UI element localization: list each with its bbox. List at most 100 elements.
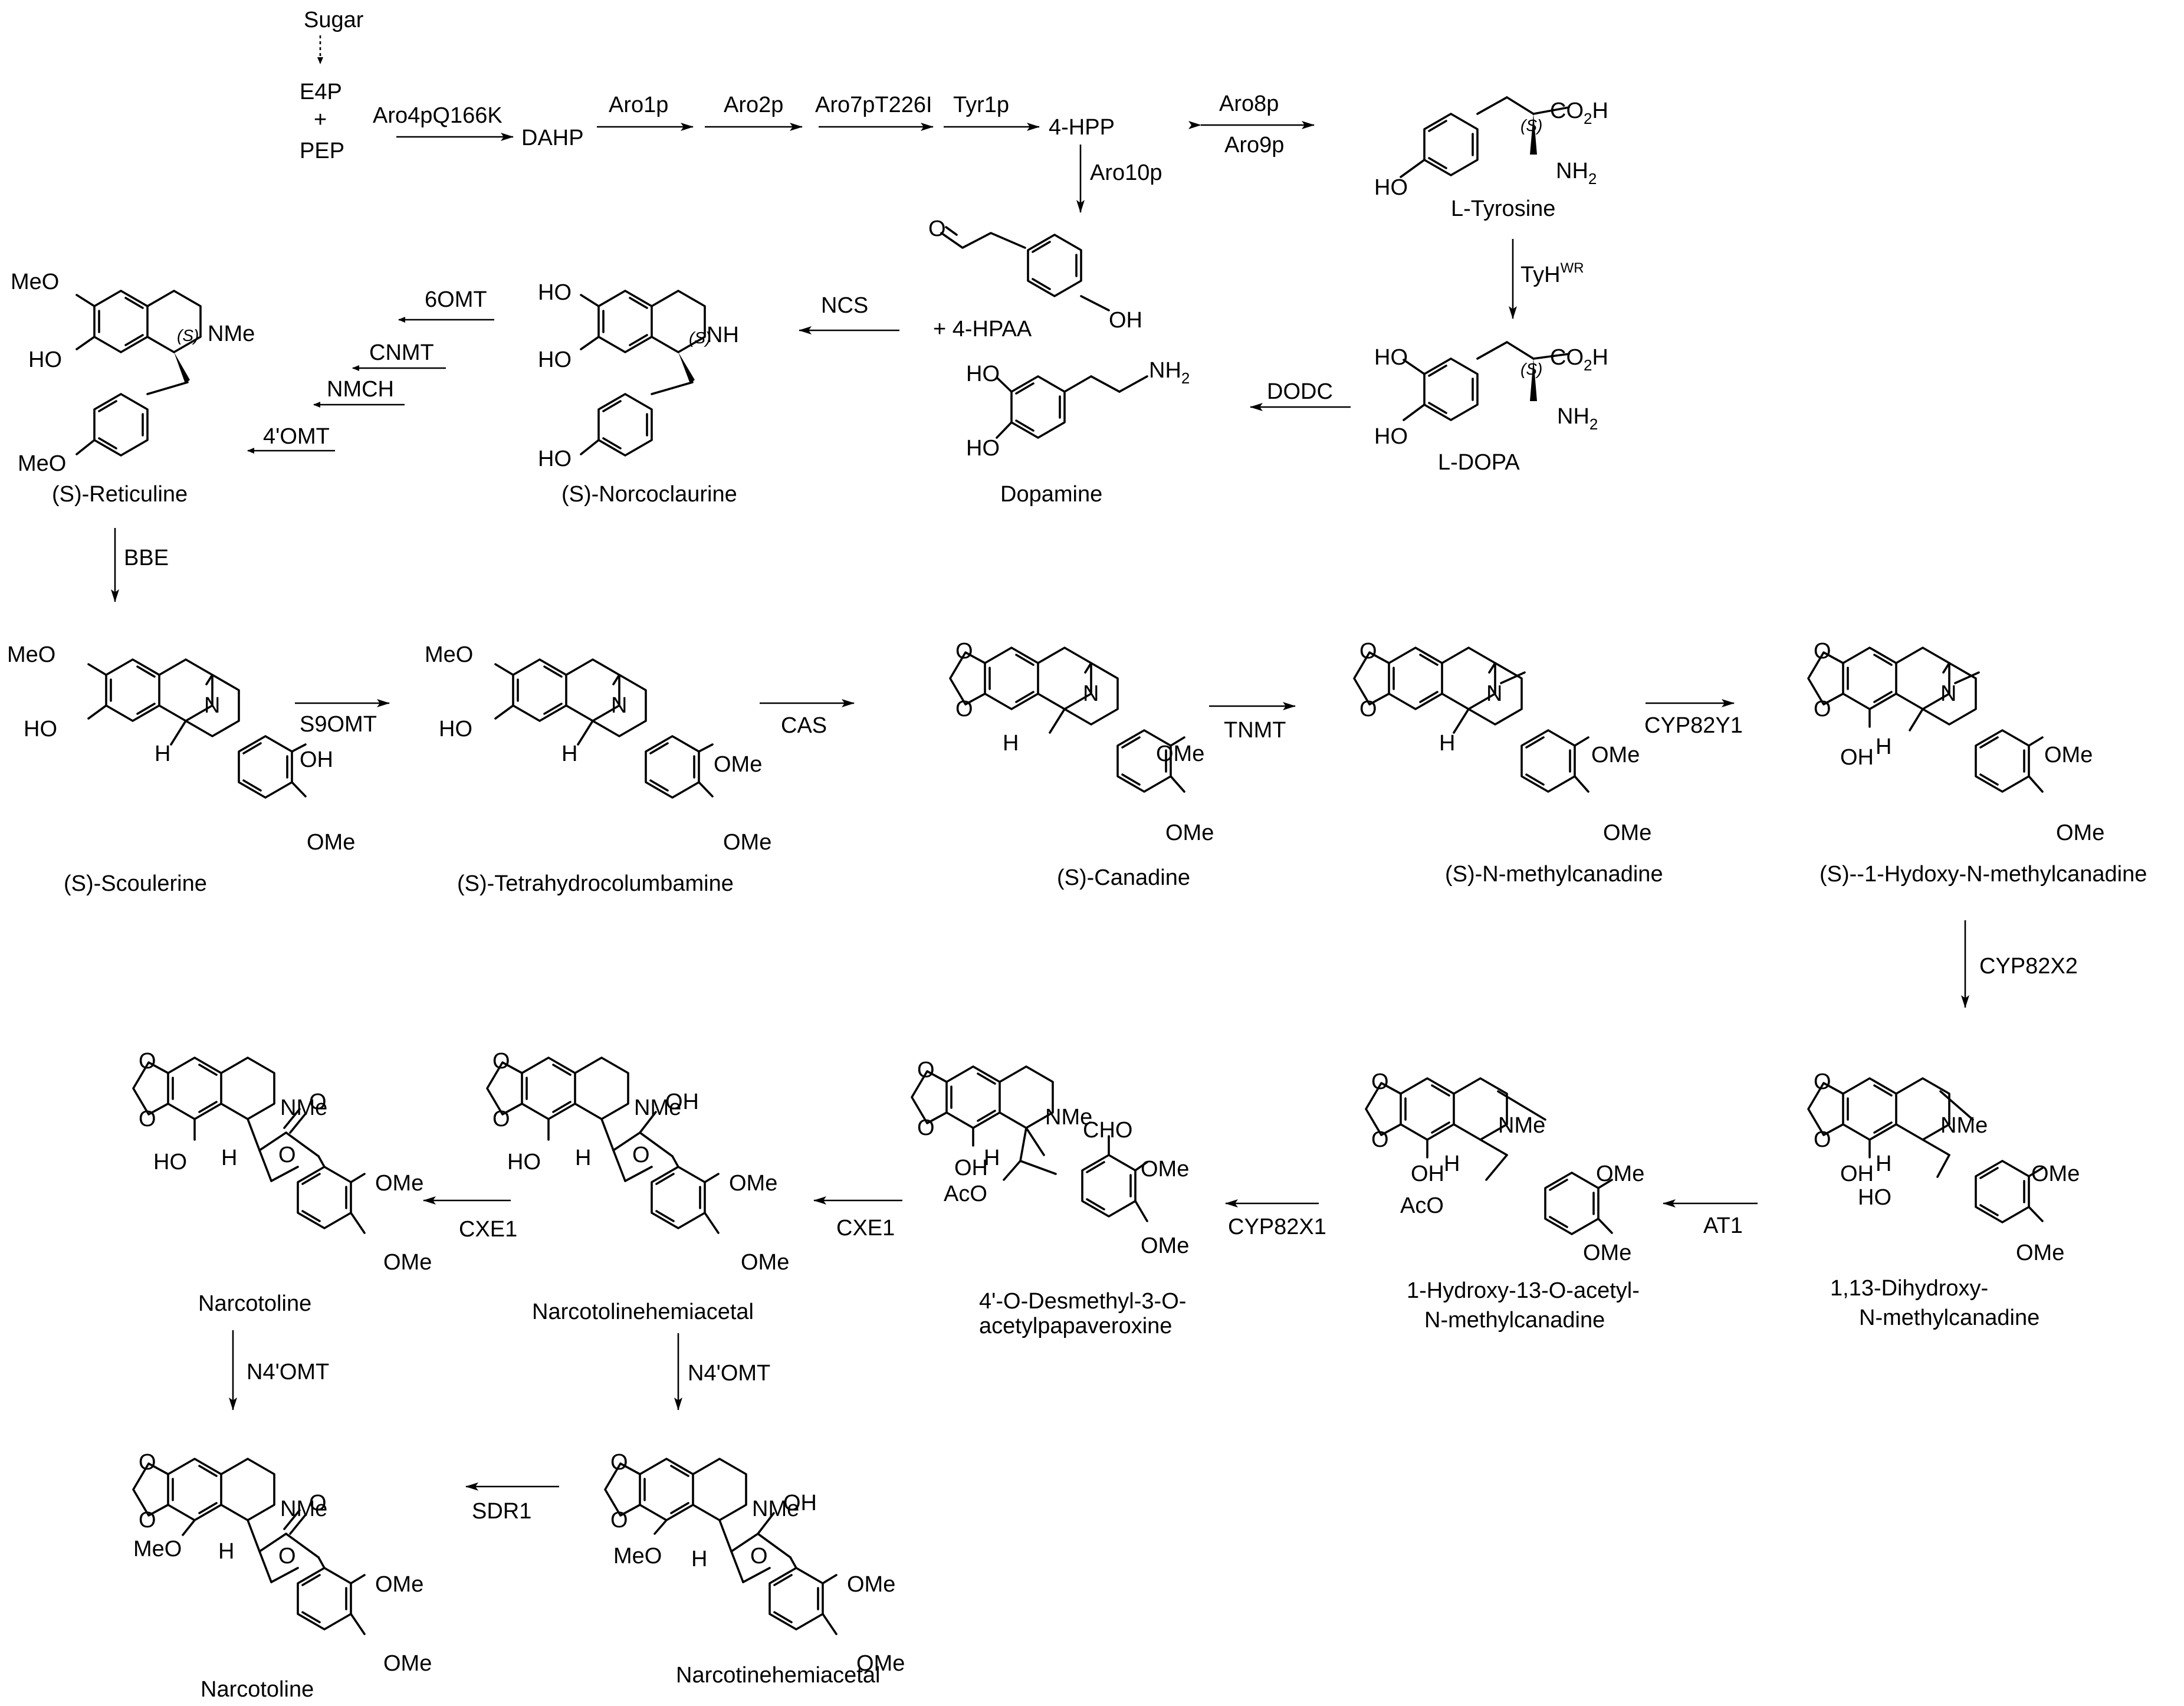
enzyme-aro1p: Aro1p: [609, 93, 668, 117]
canadine-ome-a: OMe: [1156, 742, 1204, 766]
plus-label: +: [314, 107, 327, 132]
enzyme-cas: CAS: [781, 713, 827, 738]
ldopa-nh2: NH2: [1557, 404, 1598, 433]
nch-oh: OH: [783, 1491, 817, 1515]
dahp-label: DAHP: [521, 126, 584, 150]
thc-meo: MeO: [425, 642, 473, 667]
nb-o-bottom: O: [139, 1508, 156, 1533]
thc-ome-a: OMe: [714, 752, 762, 777]
dih-o-bottom: O: [1814, 1127, 1831, 1152]
nb-h: H: [218, 1539, 234, 1564]
dih-label-2: N-methylcanadine: [1859, 1305, 2040, 1330]
hpaa-oh: OH: [1109, 308, 1142, 333]
ac-o-bottom: O: [1371, 1127, 1389, 1152]
dsm-label-1: 4'-O-Desmethyl-3-O-: [979, 1289, 1186, 1314]
nha-o-bottom: O: [492, 1107, 510, 1131]
dsm-cho: CHO: [1083, 1118, 1132, 1143]
nmc-ome-a: OMe: [1591, 743, 1640, 767]
norcoclaurine-stereo: (S): [689, 329, 711, 347]
narcotoline-bottom-label: Narcotoline: [201, 1677, 314, 1702]
nch-o-top: O: [610, 1450, 628, 1475]
enzyme-tyr1p: Tyr1p: [953, 93, 1009, 117]
hnmc-ome-a: OMe: [2044, 743, 2093, 767]
pep-label: PEP: [300, 139, 344, 163]
reticuline-nme: NMe: [208, 321, 255, 346]
norcoclaurine-label: (S)-Norcoclaurine: [561, 482, 737, 507]
ldopa-co2h: CO2H: [1550, 345, 1608, 374]
dsm-nme: NMe: [1045, 1105, 1092, 1130]
enzyme-nmch: NMCH: [327, 377, 394, 402]
dih-label-1: 1,13-Dihydroxy-: [1830, 1276, 1988, 1301]
canadine-label: (S)-Canadine: [1057, 865, 1190, 890]
enzyme-4omt: 4'OMT: [263, 424, 330, 449]
ldopa-structure: [1403, 341, 1570, 421]
dsm-aco: AcO: [944, 1182, 987, 1206]
dsm-o-top: O: [917, 1058, 935, 1082]
enzyme-aro2p: Aro2p: [724, 93, 783, 117]
tyrosine-stereo: (S): [1520, 116, 1542, 134]
dsm-o-bottom: O: [917, 1116, 935, 1140]
nt-h: H: [221, 1146, 237, 1170]
nha-o-ring: O: [632, 1143, 650, 1167]
nb-o-ring: O: [278, 1544, 296, 1569]
tetrahydrocolumbamine-structure: [494, 658, 714, 799]
enzyme-cyp82x2: CYP82X2: [1979, 954, 2078, 979]
nt-o-carbonyl: O: [309, 1090, 327, 1114]
dsm-ome-a: OMe: [1141, 1157, 1189, 1182]
scoulerine-oh: OH: [300, 747, 333, 772]
scoulerine-ome: OMe: [307, 830, 355, 855]
canadine-ome-b: OMe: [1165, 821, 1214, 845]
ac-ome-b: OMe: [1583, 1241, 1631, 1265]
sugar-label: Sugar: [304, 8, 364, 32]
enzyme-cyp82y1: CYP82Y1: [1644, 713, 1743, 738]
ac-oh: OH: [1411, 1162, 1444, 1186]
dih-ome-b: OMe: [2016, 1241, 2064, 1265]
narcotoline-bottom-structure: [132, 1458, 366, 1635]
scoulerine-n: N: [204, 693, 220, 718]
hnmc-o-bottom: O: [1814, 697, 1831, 721]
hpaa-structure: [940, 226, 1110, 311]
nt-ome-b: OMe: [383, 1250, 432, 1275]
dopamine-nh2: NH2: [1149, 358, 1190, 387]
dih-nme: NMe: [1940, 1113, 1988, 1138]
nha-ome-b: OMe: [741, 1250, 789, 1275]
thc-ome-b: OMe: [723, 830, 771, 855]
dih-h: H: [1876, 1151, 1891, 1176]
scoulerine-label: (S)-Scoulerine: [64, 871, 207, 896]
nb-o-carbonyl: O: [309, 1491, 327, 1515]
thc-label: (S)-Tetrahydrocolumbamine: [457, 871, 734, 896]
narcotoline-top-label: Narcotoline: [198, 1291, 311, 1316]
nb-meo: MeO: [133, 1537, 182, 1561]
dopamine-label: Dopamine: [1000, 482, 1102, 507]
canadine-h: H: [1003, 731, 1019, 756]
hnmc-label: (S)--1-Hydoxy-N-methylcanadine: [1820, 862, 2147, 887]
canadine-o-top: O: [955, 639, 973, 664]
nmc-o-top: O: [1359, 639, 1377, 664]
dih-ome-a: OMe: [2031, 1162, 2080, 1186]
nt-ho: HO: [153, 1150, 187, 1174]
nb-ome-a: OMe: [375, 1572, 423, 1597]
reticuline-structure: [75, 290, 202, 457]
nch-h: H: [691, 1547, 707, 1572]
nt-o-bottom: O: [139, 1107, 156, 1131]
ac-nme: NMe: [1498, 1113, 1545, 1138]
norcoclaurine-ho-top: HO: [538, 280, 572, 305]
enzyme-6omt: 6OMT: [425, 287, 487, 312]
enzyme-aro9p: Aro9p: [1224, 133, 1284, 158]
acetyl-structure: [1365, 1077, 1613, 1235]
dihydroxy-structure: [1807, 1077, 2044, 1223]
scoulerine-meo: MeO: [7, 642, 55, 667]
ac-label-2: N-methylcanadine: [1424, 1308, 1605, 1333]
nch-o-ring: O: [750, 1544, 768, 1569]
norcoclaurine-structure: [580, 290, 706, 457]
narcotinehemiacetal-structure: [604, 1458, 838, 1635]
enzyme-at1: AT1: [1703, 1213, 1743, 1238]
hnmc-h: H: [1876, 734, 1891, 759]
ldopa-stereo: (S): [1520, 360, 1542, 378]
enzyme-aro8p: Aro8p: [1219, 91, 1279, 116]
nmc-n: N: [1486, 681, 1502, 706]
ac-ome-a: OMe: [1596, 1162, 1644, 1186]
nb-nme: NMe: [280, 1497, 327, 1521]
scoulerine-h: H: [155, 742, 170, 766]
